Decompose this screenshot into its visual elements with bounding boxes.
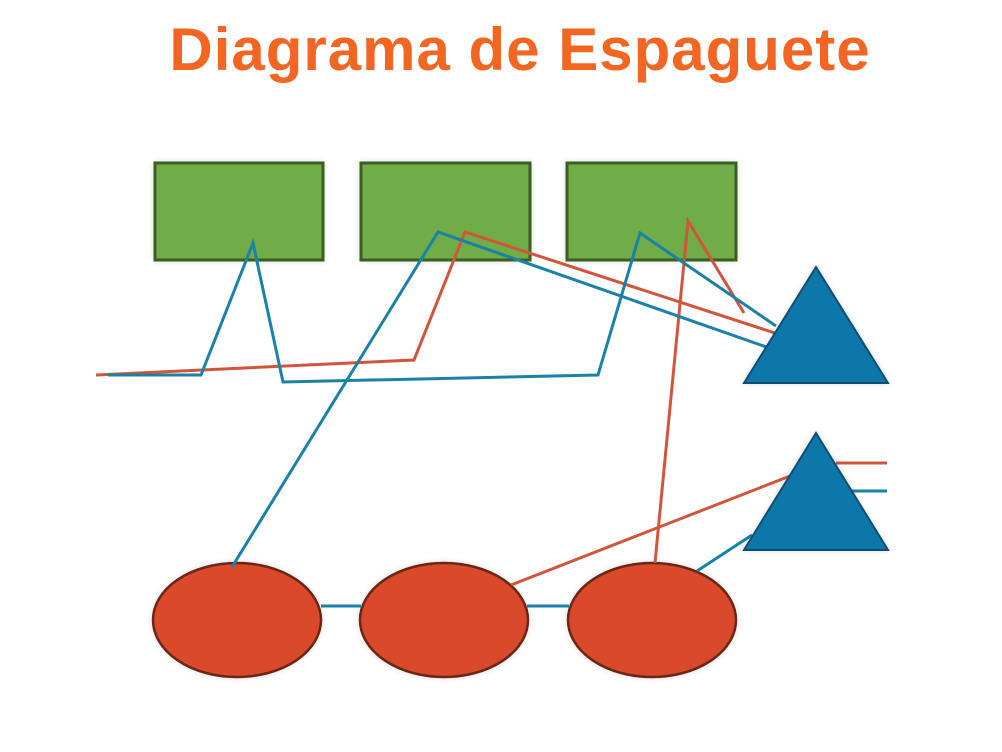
station-3-rectangle: [565, 161, 738, 262]
flow-lines: [95, 216, 887, 608]
ellipse-nodes: [151, 561, 738, 679]
triangle-1: [742, 265, 890, 384]
diagram-title: Diagrama de Espaguete: [169, 16, 871, 83]
triangle-2: [742, 431, 890, 551]
station-1-rectangle: [153, 161, 325, 262]
ellipse-3: [566, 561, 738, 679]
triangle-nodes: [742, 265, 890, 551]
ellipse-1: [151, 561, 323, 679]
blue-flow-line-2: [230, 230, 776, 568]
red-flow-line-1: [95, 230, 782, 377]
red-flow-line-2: [653, 216, 746, 564]
red-flow-line-3: [510, 474, 791, 587]
blue-flow-line-5: [696, 533, 753, 573]
blue-flow-line-1: [108, 230, 777, 384]
workstation-rectangles: [153, 161, 738, 262]
ellipse-2: [358, 561, 530, 679]
